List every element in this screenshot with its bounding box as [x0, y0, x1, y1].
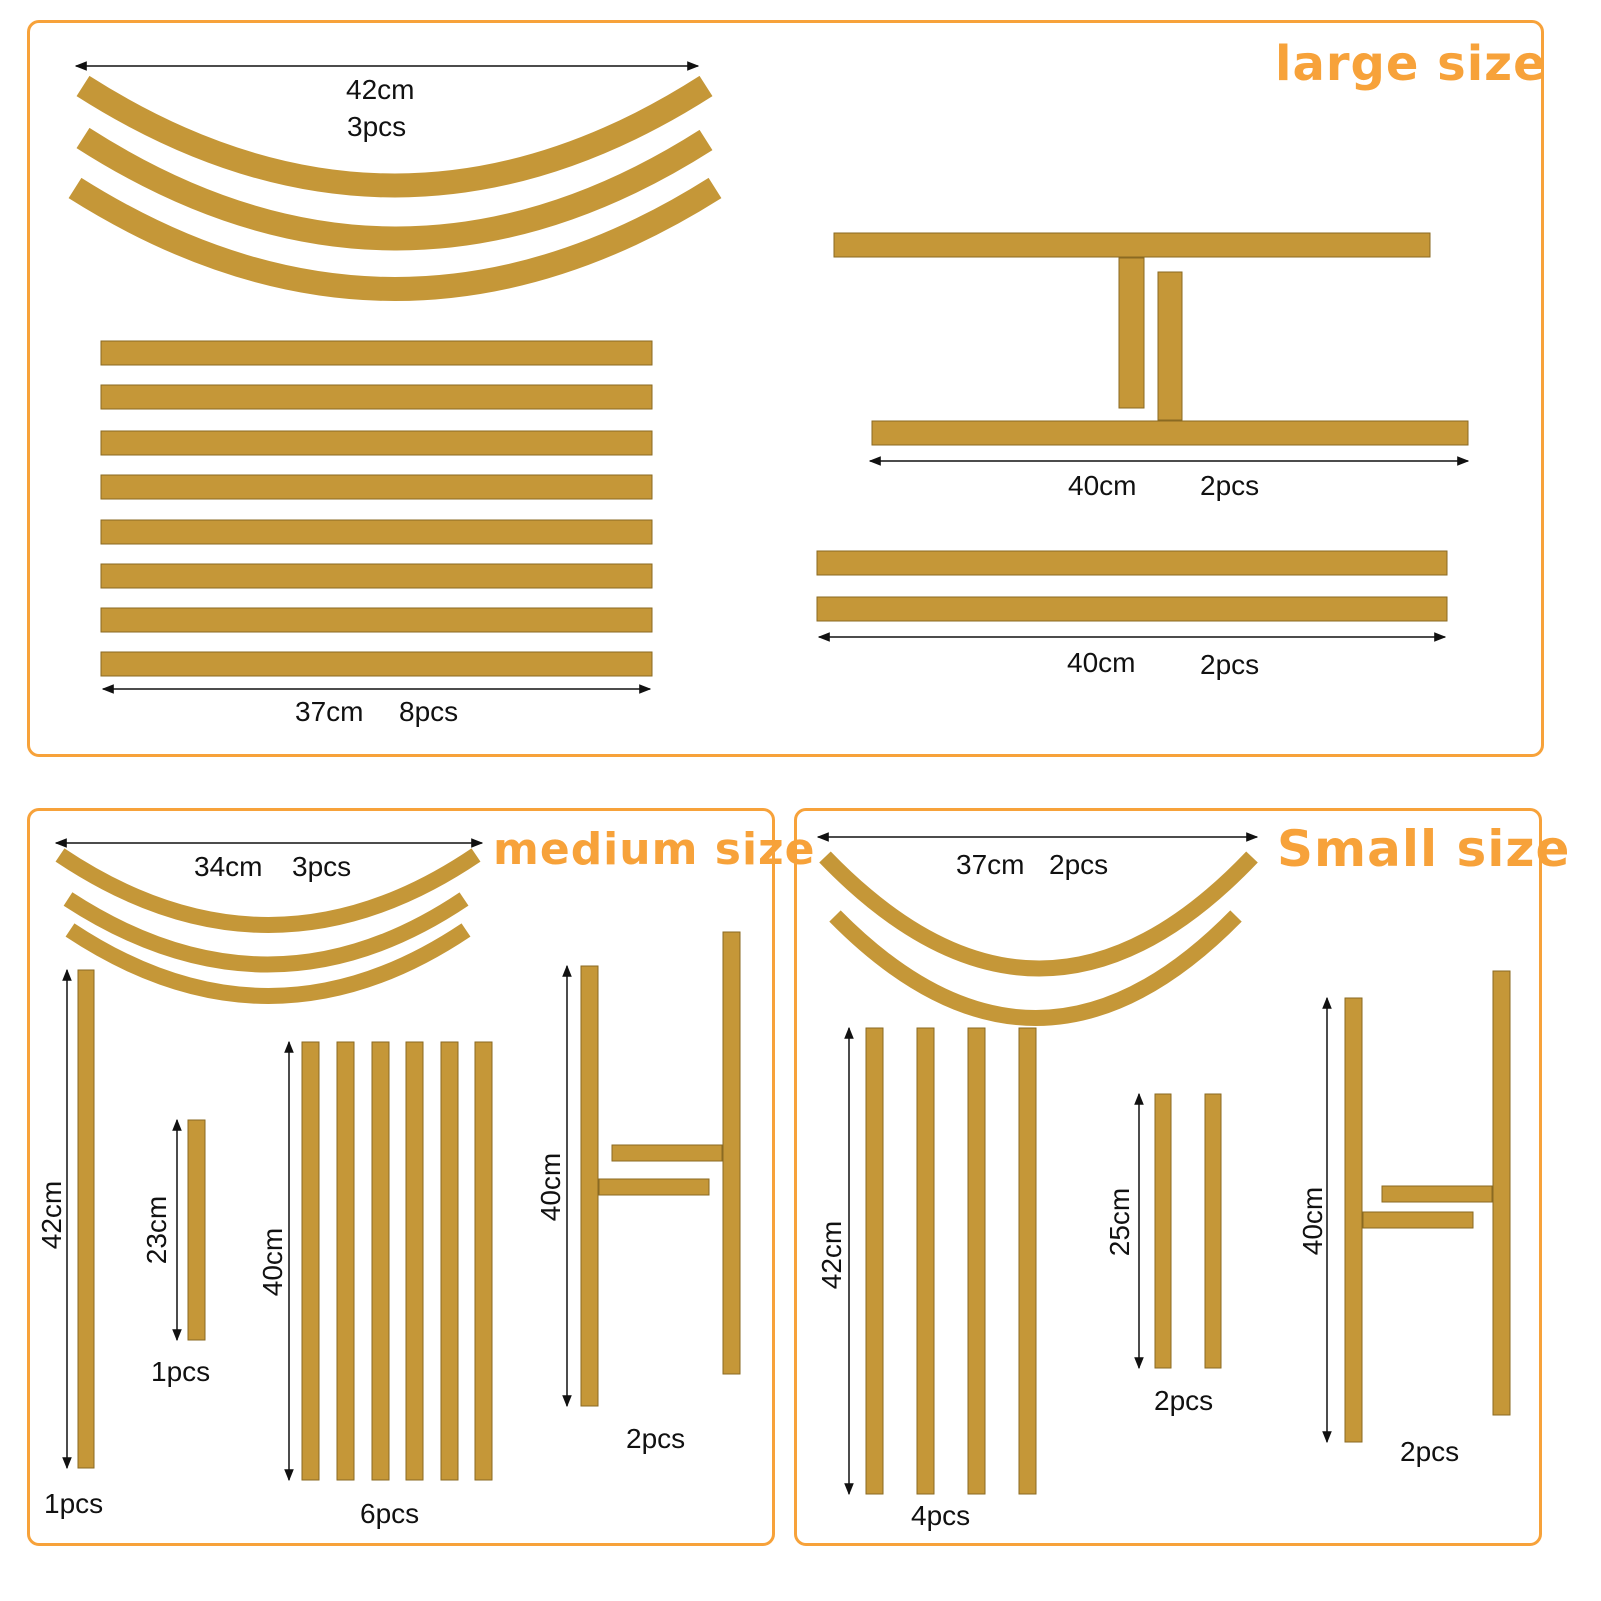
small-h-frame-qty: 2pcs — [1400, 1436, 1460, 1467]
medium-h-frame-bar — [598, 1178, 710, 1196]
large-long-bars-length: 40cm — [1067, 647, 1136, 678]
medium-short-post-length: 23cm — [141, 1195, 172, 1265]
small-short-post — [1154, 1093, 1172, 1369]
medium-post — [301, 1041, 320, 1481]
medium-post — [440, 1041, 459, 1481]
large-long-bars-qty: 2pcs — [1200, 649, 1260, 680]
medium-tall-post-length: 42cm — [36, 1180, 67, 1250]
medium-short-post — [187, 1119, 206, 1341]
medium-h-frame-qty: 2pcs — [626, 1423, 686, 1454]
medium-h-frame-left — [580, 965, 599, 1407]
large-straight-bar — [100, 384, 653, 410]
small-h-frame-bar — [1362, 1211, 1474, 1229]
medium-posts-length: 40cm — [257, 1227, 288, 1297]
large-straight-bar — [100, 474, 653, 500]
small-arch-rod — [829, 910, 1242, 1026]
small-post — [967, 1027, 986, 1495]
large-bars-qty: 8pcs — [399, 696, 459, 727]
medium-arch-rod — [63, 892, 469, 973]
medium-post — [336, 1041, 355, 1481]
large-t-bar-stem — [1157, 271, 1183, 421]
medium-arch-qty: 3pcs — [292, 851, 352, 882]
small-post — [916, 1027, 935, 1495]
small-post — [865, 1027, 884, 1495]
small-posts-length: 42cm — [816, 1220, 847, 1290]
large-arch-rod — [68, 177, 722, 301]
large-arch-rod — [76, 75, 713, 198]
medium-h-frame-bar — [611, 1144, 723, 1162]
large-straight-bar — [100, 519, 653, 545]
medium-tall-post-qty: 1pcs — [44, 1488, 104, 1519]
small-short-posts-qty: 2pcs — [1154, 1385, 1214, 1416]
large-t-bar-length: 40cm — [1068, 470, 1137, 501]
medium-posts-qty: 6pcs — [360, 1498, 420, 1529]
large-straight-bar — [100, 430, 653, 456]
large-straight-bar — [100, 340, 653, 366]
large-arch-qty: 3pcs — [347, 111, 407, 142]
medium-size-title: medium size — [493, 824, 816, 875]
small-short-posts-length: 25cm — [1104, 1187, 1135, 1257]
medium-h-frame-right — [722, 931, 741, 1375]
medium-tall-post — [77, 969, 95, 1469]
medium-short-post-qty: 1pcs — [151, 1356, 211, 1387]
small-short-post — [1204, 1093, 1222, 1369]
medium-post — [474, 1041, 493, 1481]
large-arch-length: 42cm — [346, 74, 415, 105]
large-long-bar — [816, 550, 1448, 576]
large-size-title: large size — [1275, 36, 1547, 92]
medium-h-frame-length: 40cm — [535, 1152, 566, 1222]
large-t-bar-qty: 2pcs — [1200, 470, 1260, 501]
medium-post — [371, 1041, 390, 1481]
small-h-frame-left — [1344, 997, 1363, 1443]
large-t-bar-top — [833, 232, 1431, 258]
medium-arch-rod — [55, 848, 481, 933]
large-t-bar-stem — [1118, 257, 1145, 409]
small-h-frame-bar — [1381, 1185, 1493, 1203]
small-posts-qty: 4pcs — [911, 1500, 971, 1531]
small-arch-qty: 2pcs — [1049, 849, 1109, 880]
large-straight-bar — [100, 563, 653, 589]
small-h-frame-length: 40cm — [1297, 1186, 1328, 1256]
medium-arch-rod — [65, 923, 471, 1004]
large-long-bar — [816, 596, 1448, 622]
large-straight-bar — [100, 651, 653, 677]
medium-arch-length: 34cm — [194, 851, 263, 882]
large-straight-bar — [100, 607, 653, 633]
small-arch-length: 37cm — [956, 849, 1025, 880]
small-size-title: Small size — [1277, 820, 1571, 878]
small-h-frame-right — [1492, 970, 1511, 1416]
medium-post — [405, 1041, 424, 1481]
large-t-bar-bottom — [871, 420, 1469, 446]
large-arch-rod — [76, 127, 713, 251]
large-bars-length: 37cm — [295, 696, 364, 727]
small-post — [1018, 1027, 1037, 1495]
small-arch-rod — [819, 851, 1258, 977]
